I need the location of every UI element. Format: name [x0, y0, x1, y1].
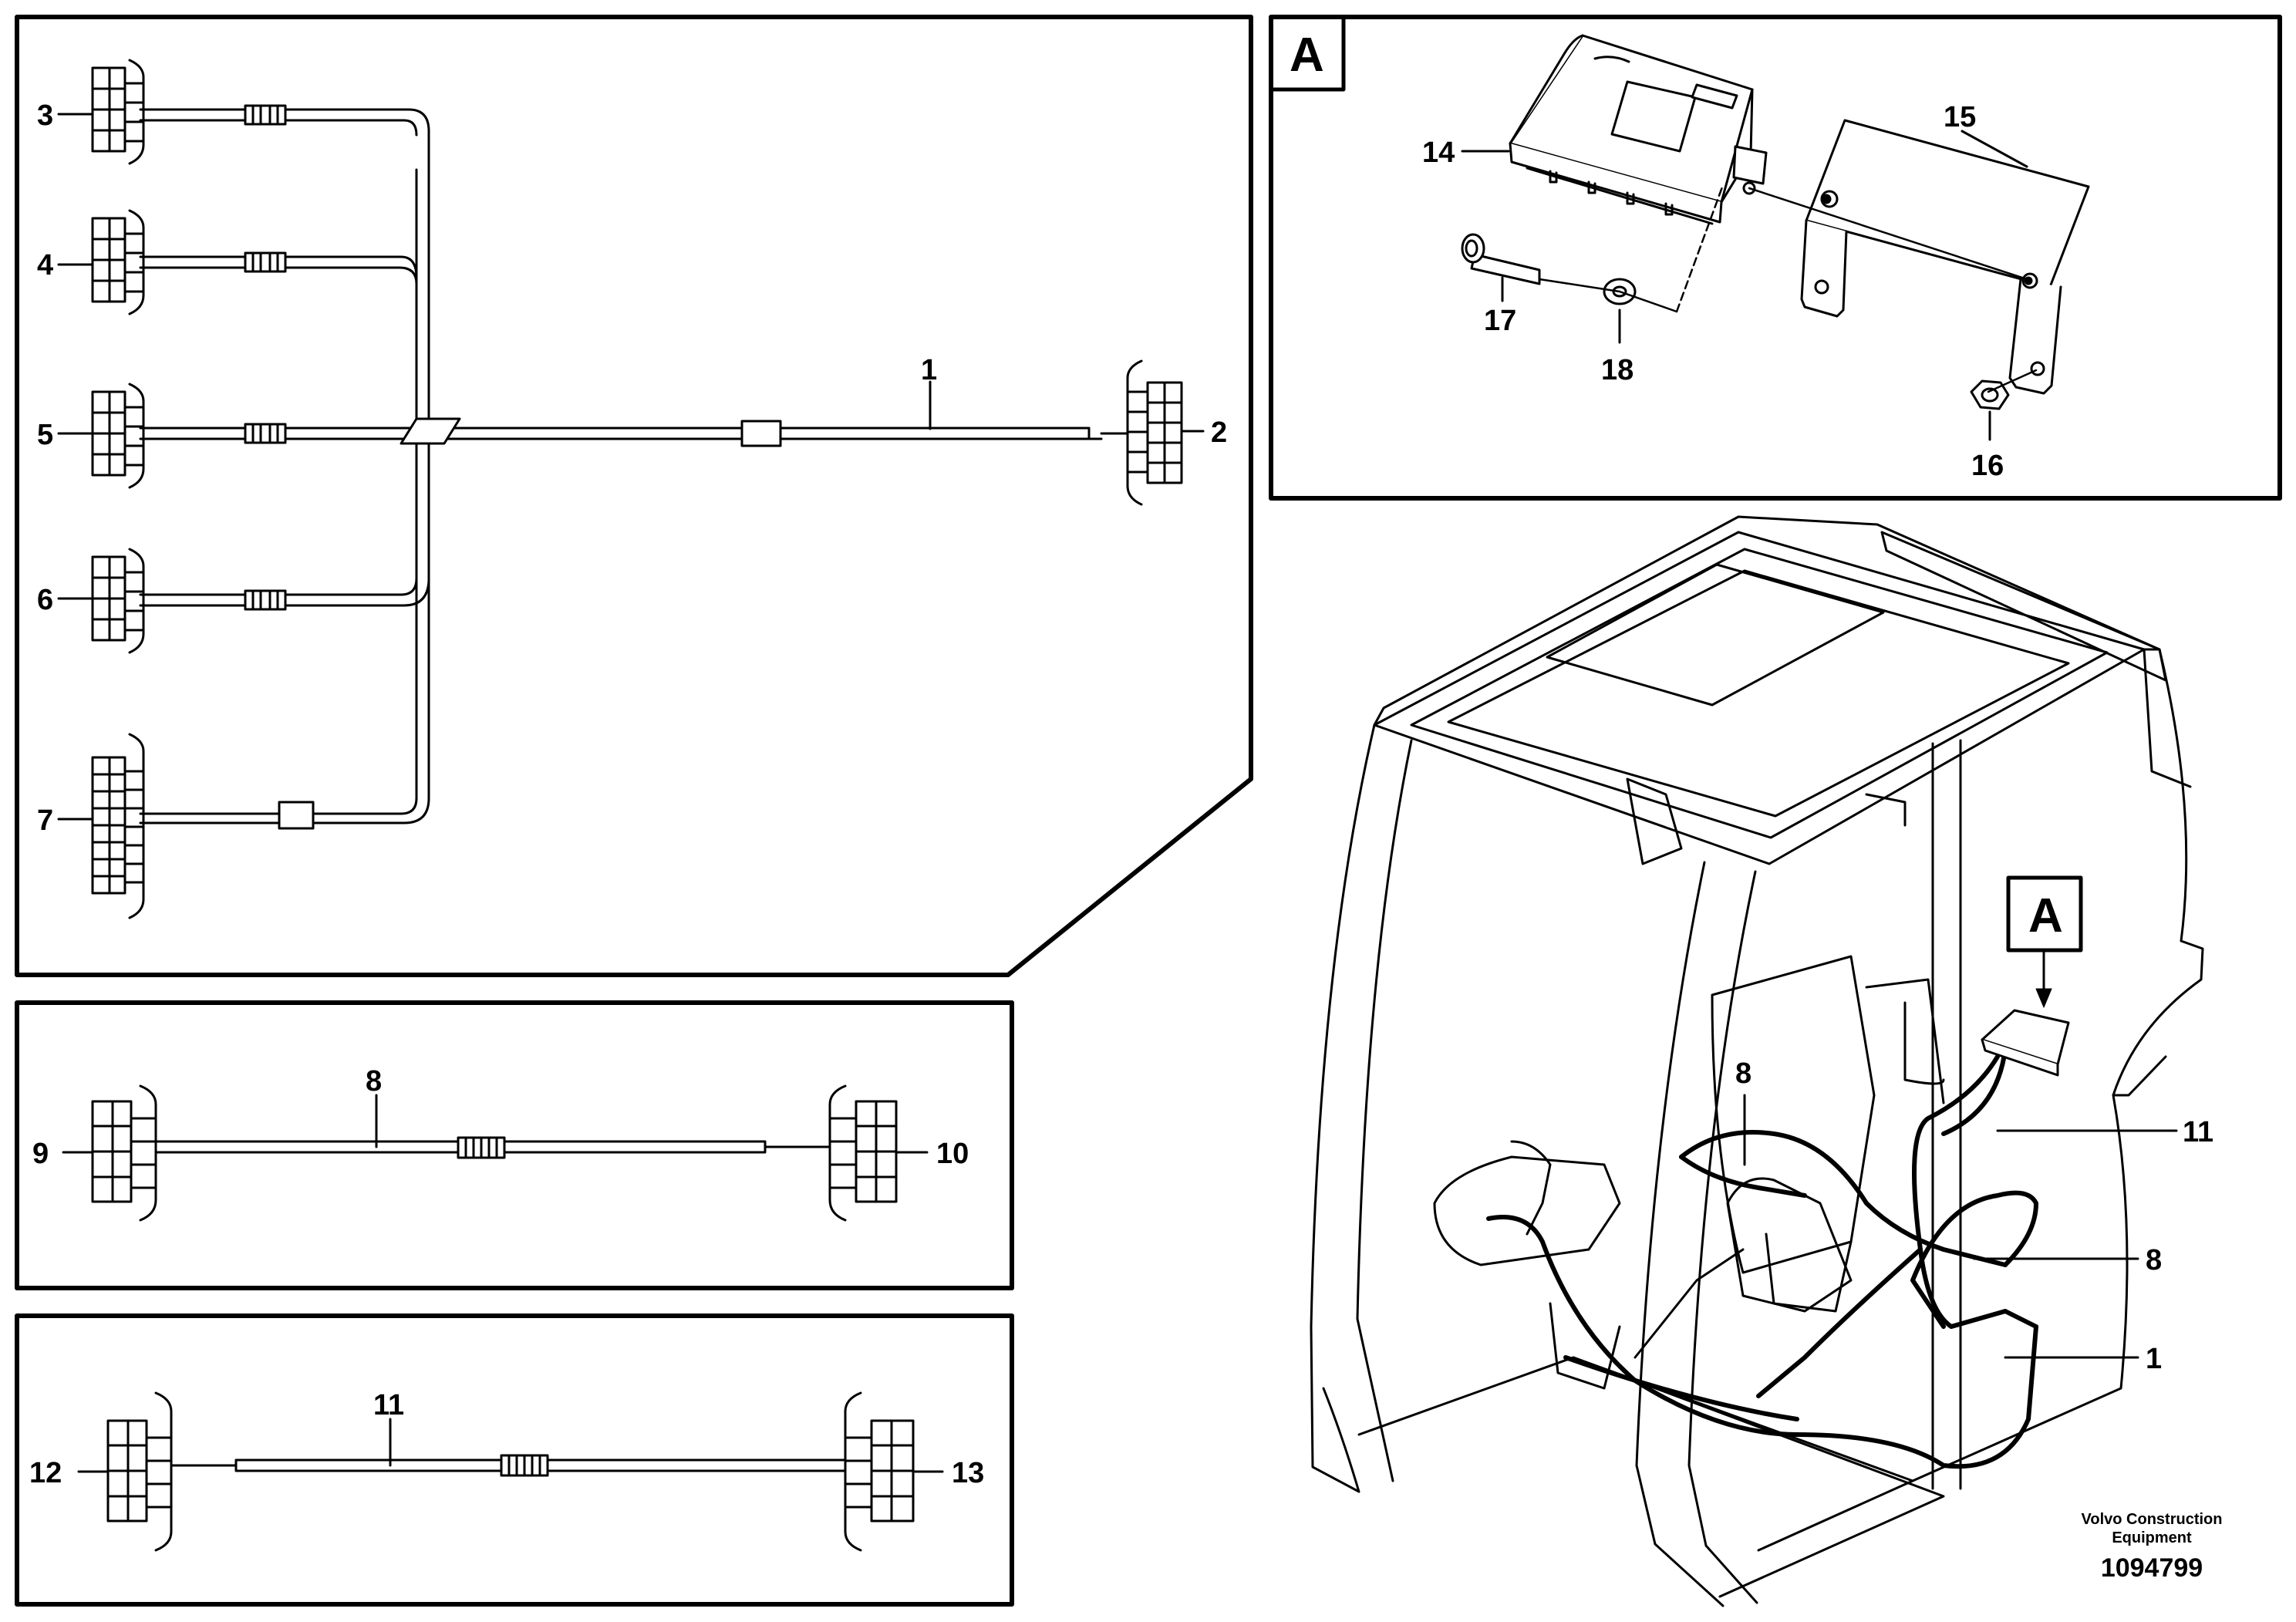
cab-harness-wiring: [1486, 1047, 2038, 1469]
panel-harness-8: [15, 1000, 1014, 1290]
callout-6: 6: [37, 584, 53, 616]
cab-detail-a-label-box: [2006, 875, 2083, 953]
connector-5: [91, 383, 145, 489]
cab-structure: [1310, 515, 2204, 1607]
panel-harness-main: [15, 15, 1253, 977]
callout-cab-8b: 8: [2146, 1244, 2162, 1276]
harness-splice-sleeve: [400, 417, 461, 445]
detail-a-assembly-lines: [1538, 184, 2038, 393]
harness-sleeve-7: [278, 801, 315, 830]
bracket-15: [1800, 119, 2090, 395]
control-unit-14: [1509, 34, 1768, 225]
harness-8-wiring: [62, 1094, 929, 1159]
connector-4: [91, 209, 145, 315]
connector-2: [1126, 359, 1183, 506]
callout-12: 12: [29, 1457, 62, 1489]
cab-detail-a-label: A: [2028, 889, 2063, 943]
connector-3: [91, 59, 145, 165]
callout-cab-8: 8: [1735, 1057, 1752, 1090]
footer-company-line2: Equipment: [2112, 1529, 2192, 1546]
leaders-detail-a: [1461, 130, 2028, 441]
callout-cab-1: 1: [2146, 1343, 2162, 1375]
callout-9: 9: [32, 1138, 49, 1170]
callout-4: 4: [37, 249, 53, 282]
callout-8: 8: [366, 1065, 382, 1098]
connector-7: [91, 733, 145, 919]
connector-13: [844, 1391, 915, 1552]
connector-6: [91, 548, 145, 654]
callout-2: 2: [1211, 416, 1227, 449]
callout-14: 14: [1422, 137, 1455, 169]
callout-16: 16: [1971, 450, 2004, 482]
panel-detail-a: [1269, 15, 2282, 501]
drawing-number: 1094799: [2101, 1553, 2203, 1583]
cab-detail-a-arrowhead: [2035, 988, 2052, 1008]
callout-labels: 3 4 5 6 7 1 2 8 9 10 11 12 13 14 15 16 1…: [29, 29, 2222, 1583]
detail-a-label-box: [1269, 15, 1346, 92]
callout-11: 11: [373, 1389, 404, 1421]
harness-11-wiring: [77, 1418, 944, 1477]
callout-18: 18: [1601, 354, 1633, 386]
callout-10: 10: [936, 1138, 969, 1170]
callout-7: 7: [37, 804, 53, 837]
callout-3: 3: [37, 99, 53, 132]
connector-9: [91, 1084, 157, 1222]
connector-12: [106, 1391, 173, 1552]
harness-bellows: [244, 104, 287, 611]
footer-company-line1: Volvo Construction: [2082, 1511, 2223, 1528]
connector-10: [828, 1084, 898, 1222]
callout-15: 15: [1944, 101, 1976, 133]
detail-a-label: A: [1290, 29, 1324, 82]
callout-5: 5: [37, 419, 53, 451]
leaders-cab: [1743, 1094, 2178, 1359]
cab-control-unit-a: [1981, 1009, 2070, 1077]
harness-sleeve-1: [740, 420, 782, 447]
panel-harness-11: [15, 1313, 1014, 1607]
leaders-panel-1: [57, 113, 1205, 821]
harness-main-wiring: [139, 108, 1129, 824]
callout-13: 13: [952, 1457, 984, 1489]
bolt-17: [1461, 233, 1541, 285]
callout-1: 1: [921, 354, 937, 386]
callout-17: 17: [1484, 305, 1516, 337]
callout-cab-11: 11: [2183, 1116, 2213, 1148]
